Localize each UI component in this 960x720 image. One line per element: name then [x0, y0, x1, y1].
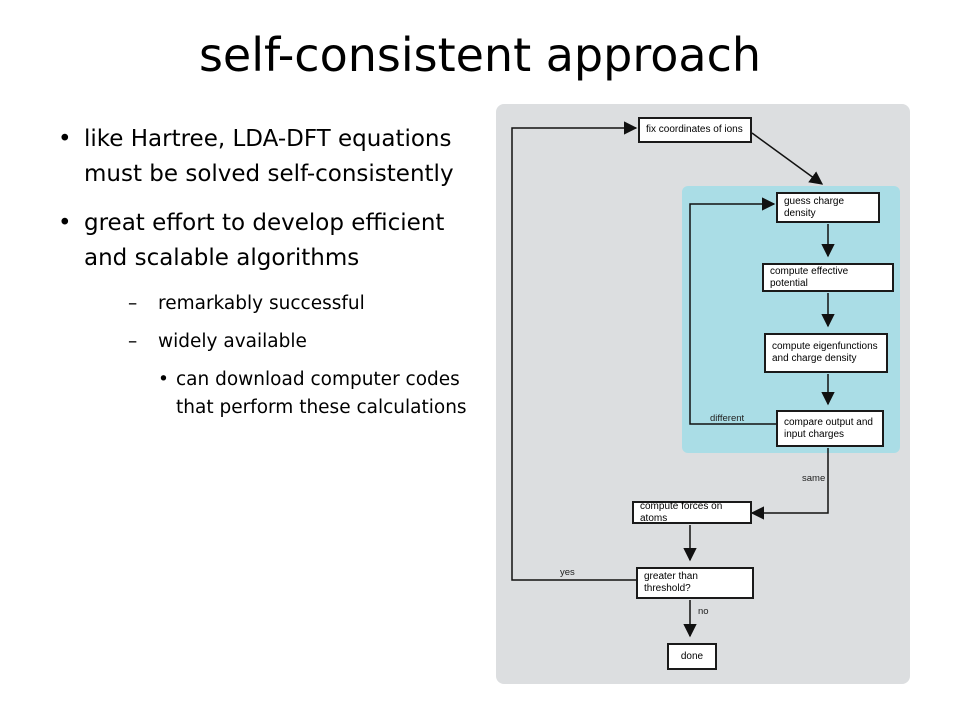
box-compare-output: compare output and input charges	[776, 410, 884, 447]
sub-sub-bullet-download: can download computer codes that perform…	[158, 366, 468, 422]
slide-title: self-consistent approach	[198, 28, 762, 82]
box-compute-forces: compute forces on atoms	[632, 501, 752, 524]
scf-cycle-region	[682, 186, 900, 453]
box-compute-eigenfunctions: compute eigenfunctions and charge densit…	[764, 333, 888, 373]
arrow-fix-to-guess	[751, 132, 824, 185]
sub-bullet-successful: remarkably successful	[128, 290, 468, 318]
bullet-list: like Hartree, LDA-DFT equations must be …	[58, 122, 468, 422]
label-same: same	[802, 473, 826, 484]
arrow-same-to-forces	[750, 448, 829, 520]
bullet-hartree: like Hartree, LDA-DFT equations must be …	[58, 122, 468, 191]
arrow-yes-loop	[511, 121, 638, 581]
label-no: no	[698, 606, 709, 617]
label-different: different	[710, 413, 745, 424]
box-guess-charge-density: guess charge density	[776, 192, 880, 223]
box-greater-than-threshold: greater than threshold?	[636, 567, 754, 599]
arrow-different-loop	[689, 197, 776, 425]
label-yes: yes	[560, 567, 575, 578]
box-compute-effective-potential: compute effective potential	[762, 263, 894, 292]
sub-bullet-available: widely available	[128, 328, 468, 356]
box-fix-coordinates: fix coordinates of ions	[638, 117, 752, 143]
bullet-algorithms: great effort to develop efficient and sc…	[58, 206, 468, 275]
box-done: done	[667, 643, 717, 670]
